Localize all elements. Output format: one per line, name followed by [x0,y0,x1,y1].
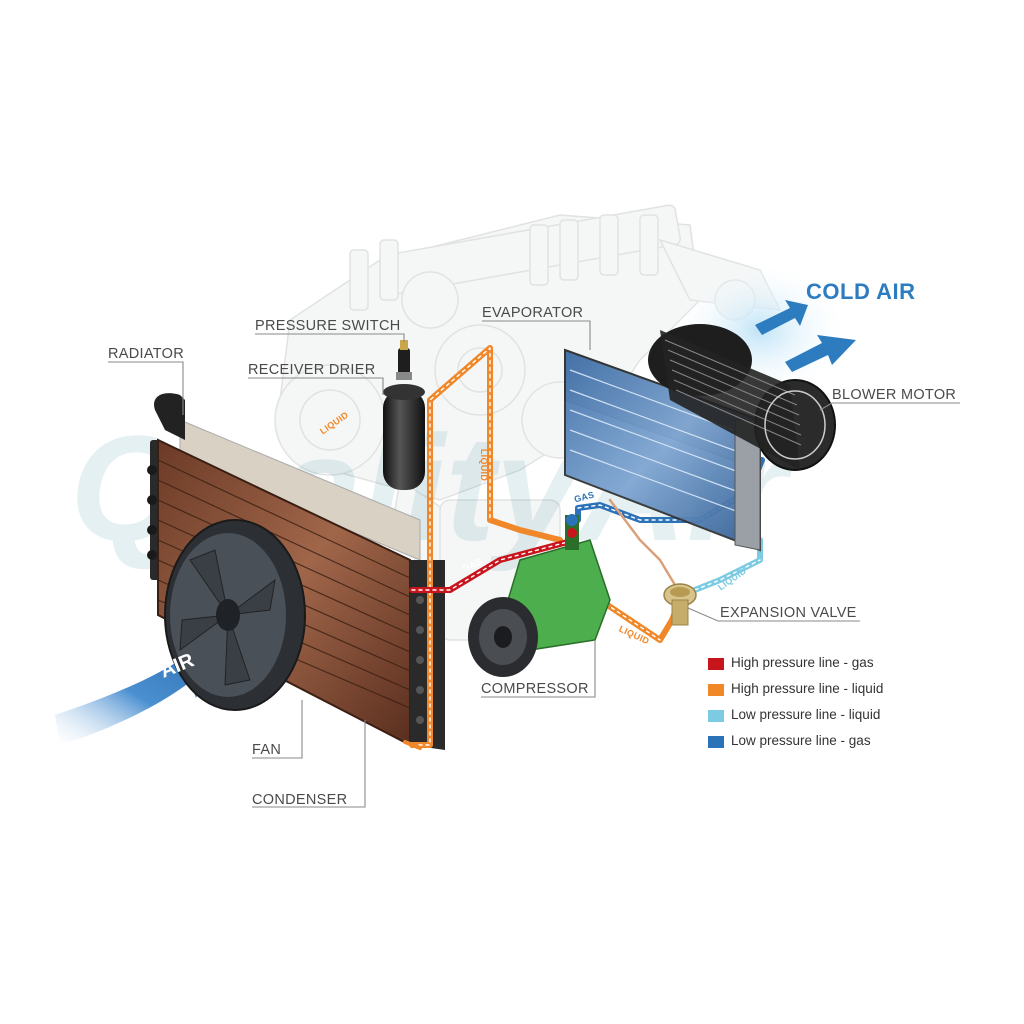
blower-motor-label: BLOWER MOTOR [832,387,957,403]
leader-pressure-switch [255,333,405,342]
evaporator-label: EVAPORATOR [482,305,584,321]
legend-swatch [708,658,724,670]
legend-swatch [708,736,724,748]
pressure-switch-label: PRESSURE SWITCH [255,318,401,334]
leader-radiator [108,361,184,415]
leader-blower [819,402,960,411]
radiator-shape [147,393,421,580]
leader-condenser [252,720,366,808]
condenser-label: CONDENSER [252,792,348,808]
legend-label: High pressure line - gas [731,655,874,670]
flow-label-liquid-2: LIQUID [479,448,490,482]
blower-motor-shape [648,324,836,471]
compressor-shape [468,514,611,677]
leader-compressor [481,640,596,698]
fan-shape [164,519,306,711]
leader-fan [252,700,303,759]
legend-swatch [708,684,724,696]
receiver-drier-shape [383,384,425,490]
expansion-valve-label: EXPANSION VALVE [720,605,857,621]
leader-expansion-valve [687,607,860,622]
leader-receiver-drier [248,377,384,395]
leader-lines [108,320,960,808]
cold-air-arrows [755,300,856,372]
radiator-label: RADIATOR [108,346,184,362]
legend-label: Low pressure line - gas [731,733,871,748]
leader-evaporator [482,320,591,350]
evaporator-shape [564,348,761,552]
compressor-label: COMPRESSOR [481,681,589,697]
legend-label: Low pressure line - liquid [731,707,881,722]
expansion-valve-shape [663,583,697,626]
fan-label: FAN [252,742,282,758]
receiver-drier-label: RECEIVER DRIER [248,362,376,378]
cold-air-label: COLD AIR [806,279,916,304]
legend-label: High pressure line - liquid [731,681,884,696]
pressure-switch-shape [396,340,412,380]
legend-swatch [708,710,724,722]
